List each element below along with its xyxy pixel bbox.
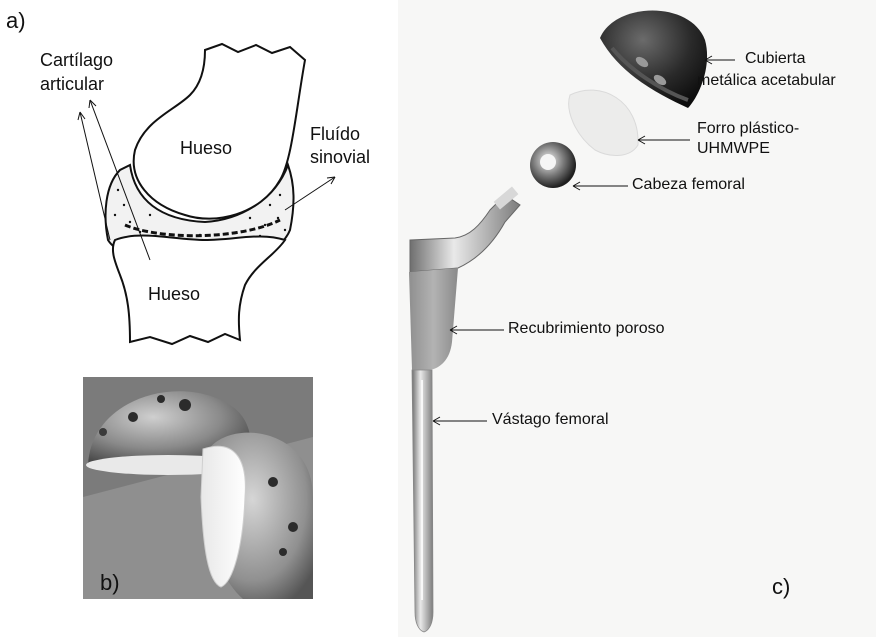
head-label: Cabeza femoral bbox=[632, 176, 745, 194]
shell-label-line2: metálica acetabular bbox=[697, 72, 836, 90]
cartilage-label-line1: Cartílago bbox=[40, 50, 113, 71]
plastic-liner bbox=[569, 90, 638, 155]
synovial-joint-drawing bbox=[106, 44, 305, 344]
synovial-label-line1: Fluído bbox=[310, 124, 360, 145]
porous-label: Recubrimiento poroso bbox=[508, 320, 665, 338]
synovial-label-line2: sinovial bbox=[310, 147, 370, 168]
femoral-stem bbox=[409, 186, 520, 632]
panel-c-letter: c) bbox=[772, 574, 790, 599]
bone-top-label: Hueso bbox=[180, 138, 232, 159]
femoral-head bbox=[530, 142, 576, 188]
cartilage-label-line2: articular bbox=[40, 74, 104, 95]
liner-label-line1: Forro plástico- bbox=[697, 120, 799, 138]
liner-label-line2: UHMWPE bbox=[697, 140, 770, 158]
panel-a-letter: a) bbox=[6, 8, 26, 33]
bone-bottom-label: Hueso bbox=[148, 284, 200, 305]
panel-b-letter: b) bbox=[100, 570, 120, 595]
acetabular-shell bbox=[600, 11, 707, 109]
shell-label-line1: Cubierta bbox=[745, 50, 805, 68]
stem-label: Vástago femoral bbox=[492, 411, 609, 429]
